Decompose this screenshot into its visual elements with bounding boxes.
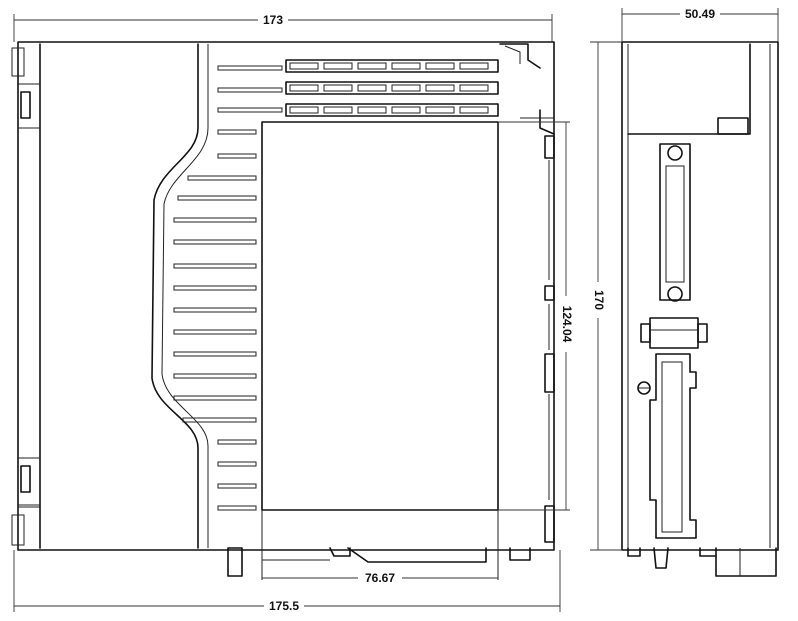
connector-cell bbox=[425, 62, 455, 70]
vent-slot bbox=[217, 505, 257, 511]
small-connector bbox=[640, 317, 708, 349]
connector-row bbox=[285, 81, 499, 95]
connector-cell bbox=[289, 84, 319, 92]
side-view bbox=[621, 41, 779, 577]
vent-slot bbox=[217, 129, 257, 135]
connector-cell bbox=[391, 106, 421, 114]
connector-cell bbox=[323, 62, 353, 70]
vent-slot bbox=[173, 285, 257, 291]
vent-slot bbox=[217, 461, 257, 467]
vent-slot bbox=[217, 87, 283, 93]
vent-slot bbox=[217, 153, 257, 159]
connector-cell bbox=[357, 106, 387, 114]
vent-slot bbox=[173, 351, 257, 357]
connector-row bbox=[285, 59, 499, 73]
vent-slot bbox=[173, 239, 257, 245]
connector-cell bbox=[289, 62, 319, 70]
side-outer-frame bbox=[621, 41, 779, 551]
connector-cell bbox=[425, 84, 455, 92]
front-panel bbox=[261, 121, 499, 511]
vent-slot bbox=[173, 307, 257, 313]
vent-slot bbox=[173, 329, 257, 335]
connector-cell bbox=[459, 62, 489, 70]
vent-slot bbox=[182, 417, 257, 423]
dim-overall-width-bottom: 175.5 bbox=[269, 599, 299, 613]
connector-cell bbox=[391, 62, 421, 70]
dim-overall-width-top: 173 bbox=[263, 13, 283, 27]
vent-slot bbox=[217, 439, 257, 445]
connector-cell bbox=[289, 106, 319, 114]
vent-slot bbox=[217, 65, 283, 71]
front-cover-curve bbox=[151, 43, 199, 549]
vent-slot bbox=[173, 217, 257, 223]
front-outer-frame bbox=[17, 41, 555, 551]
dim-panel-width: 76.67 bbox=[365, 571, 395, 585]
dim-height: 170 bbox=[592, 290, 606, 310]
vent-slot bbox=[173, 395, 257, 401]
left-mount-clips bbox=[11, 47, 40, 546]
vent-slot bbox=[217, 107, 283, 113]
top-connector-rows bbox=[285, 59, 499, 117]
right-terminal-strips bbox=[544, 135, 555, 543]
connector-cell bbox=[425, 106, 455, 114]
vent-slots bbox=[173, 65, 283, 511]
dim-depth: 50.49 bbox=[685, 7, 715, 21]
dimension-lines bbox=[13, 6, 779, 614]
vent-slot bbox=[187, 175, 257, 181]
db-connector bbox=[659, 143, 691, 302]
connector-cell bbox=[459, 106, 489, 114]
terminal-block bbox=[637, 353, 697, 539]
connector-cell bbox=[357, 84, 387, 92]
vent-slot bbox=[217, 483, 257, 489]
vent-slot bbox=[177, 195, 257, 201]
connector-cell bbox=[323, 84, 353, 92]
front-view bbox=[11, 41, 555, 580]
bottom-feet bbox=[227, 547, 531, 577]
connector-cell bbox=[459, 84, 489, 92]
connector-cell bbox=[357, 62, 387, 70]
vent-slot bbox=[173, 373, 257, 379]
connector-cell bbox=[323, 106, 353, 114]
dim-panel-height: 124.04 bbox=[560, 306, 574, 343]
connector-row bbox=[285, 103, 499, 117]
vent-slot bbox=[173, 263, 257, 269]
connector-cell bbox=[391, 84, 421, 92]
